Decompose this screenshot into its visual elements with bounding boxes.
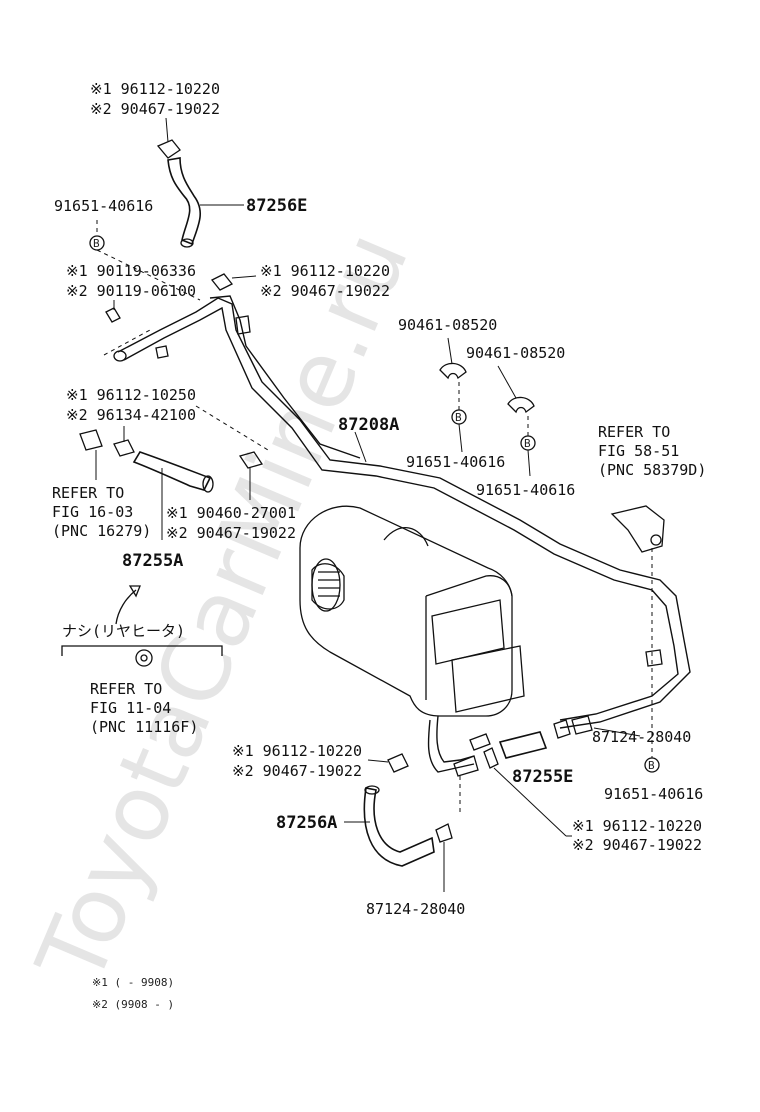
label-bottom-g2: ※2 90467-19022	[572, 836, 702, 854]
label-87124-a: 87124-28040	[592, 728, 691, 746]
label-left-d2: ※2 96134-42100	[66, 406, 196, 424]
label-mid-c2: ※2 90467-19022	[260, 282, 390, 300]
note-2: ※2 (9908 - )	[92, 998, 174, 1011]
label-top-a2: ※2 90467-19022	[90, 100, 220, 118]
label-mid-b1: ※1 90119-06336	[66, 262, 196, 280]
label-87256a: 87256A	[276, 813, 337, 833]
tank	[299, 505, 525, 717]
label-87124-b: 87124-28040	[366, 900, 465, 918]
label-91651-a: 91651-40616	[406, 453, 505, 471]
clip-90461-a	[439, 362, 467, 380]
hose-87255a	[79, 429, 264, 493]
label-refer16-2: FIG 16-03	[52, 503, 133, 521]
label-refer58-1: REFER TO	[598, 423, 670, 441]
label-87255e: 87255E	[512, 767, 573, 787]
leader-top-clamp	[165, 117, 169, 143]
clamp-bottom-left	[387, 753, 409, 773]
label-bottom-f1: ※1 96112-10220	[232, 742, 362, 760]
bolt-90119	[105, 300, 121, 323]
label-refer16-3: (PNC 16279)	[52, 522, 151, 540]
b-marker: B	[648, 759, 655, 772]
label-left-e1: ※1 90460-27001	[166, 504, 296, 522]
label-87255a: 87255A	[122, 551, 183, 571]
label-91651-b: 91651-40616	[476, 481, 575, 499]
hose-87256a	[363, 785, 453, 867]
nashi-bracket	[61, 645, 223, 656]
grommet-b-right2: B	[520, 435, 536, 451]
label-refer11-2: FIG 11-04	[90, 699, 171, 717]
b-marker: B	[524, 437, 531, 450]
label-refer11-3: (PNC 11116F)	[90, 718, 198, 736]
grommet-b-topleft: B	[89, 235, 105, 251]
label-90461-a: 90461-08520	[398, 316, 497, 334]
label-91651-c: 91651-40616	[604, 785, 703, 803]
label-left-e2: ※2 90467-19022	[166, 524, 296, 542]
leader-87208a	[354, 431, 367, 463]
arrow-nashi	[115, 589, 137, 625]
label-91651-top: 91651-40616	[54, 197, 153, 215]
label-bottom-f2: ※2 90467-19022	[232, 762, 362, 780]
note-1: ※1 ( - 9908)	[92, 976, 174, 989]
hose-87256e	[156, 139, 202, 248]
label-refer11-1: REFER TO	[90, 680, 162, 698]
hose-87255e	[469, 715, 593, 759]
b-marker: B	[93, 237, 100, 250]
b-marker: B	[455, 411, 462, 424]
bracket-58379d	[610, 505, 665, 553]
label-87208a: 87208A	[338, 415, 399, 435]
fitting-16279	[79, 429, 103, 451]
label-refer16-1: REFER TO	[52, 484, 124, 502]
label-top-a1: ※1 96112-10220	[90, 80, 220, 98]
grommet-b-right1: B	[451, 409, 467, 425]
label-bottom-g1: ※1 96112-10220	[572, 817, 702, 835]
label-mid-b2: ※2 90119-06100	[66, 282, 196, 300]
watermark: ToyotaCarMine.ru	[16, 217, 429, 1000]
clamp-bottom-right	[483, 747, 499, 769]
part-11116f	[135, 649, 153, 667]
clamp-top	[156, 139, 181, 159]
grommet-b-right3: B	[644, 757, 660, 773]
label-refer58-3: (PNC 58379D)	[598, 461, 706, 479]
clip-90461-b	[507, 396, 535, 414]
label-nashi: ナシ(リヤヒータ)	[62, 622, 185, 640]
clamp-90460	[238, 451, 264, 469]
label-87256e: 87256E	[246, 196, 307, 216]
label-90461-b: 90461-08520	[466, 344, 565, 362]
label-mid-c1: ※1 96112-10220	[260, 262, 390, 280]
label-left-d1: ※1 96112-10250	[66, 386, 196, 404]
label-refer58-2: FIG 58-51	[598, 442, 679, 460]
pipe-87208a	[113, 295, 691, 729]
clamp-mid	[210, 273, 234, 291]
